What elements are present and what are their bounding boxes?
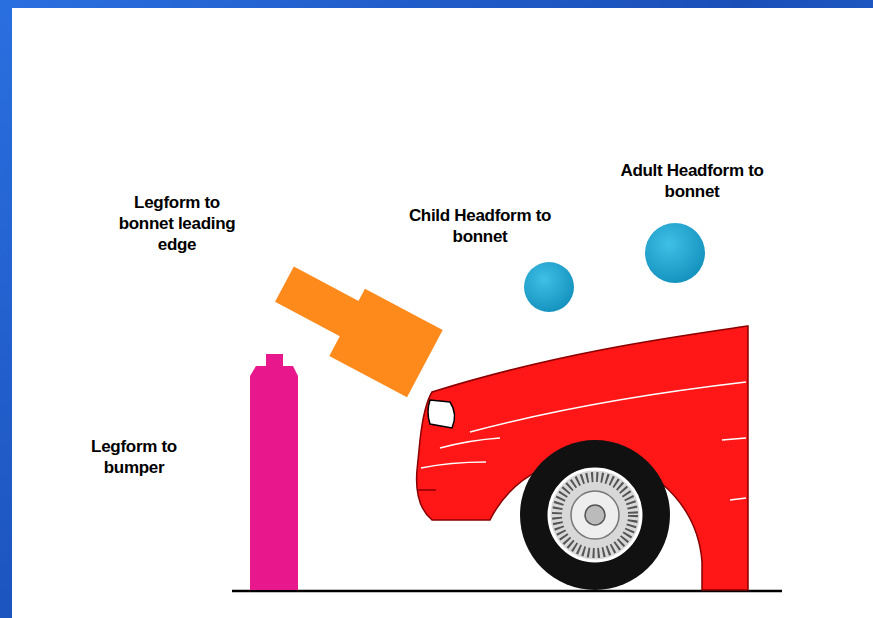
upper-legform-label: Legform to bonnet leading edge	[112, 192, 242, 255]
bumper-legform-label: Legform to bumper	[78, 436, 190, 478]
car-front	[417, 326, 748, 590]
adult-headform	[645, 223, 705, 283]
adult-headform-label: Adult Headform to bonnet	[612, 160, 772, 202]
wheel	[520, 440, 670, 590]
ground-line	[232, 590, 782, 593]
upper-legform-impactor	[275, 267, 443, 398]
bumper-legform	[250, 354, 298, 590]
child-headform	[524, 262, 574, 312]
child-headform-label: Child Headform to bonnet	[400, 205, 560, 247]
